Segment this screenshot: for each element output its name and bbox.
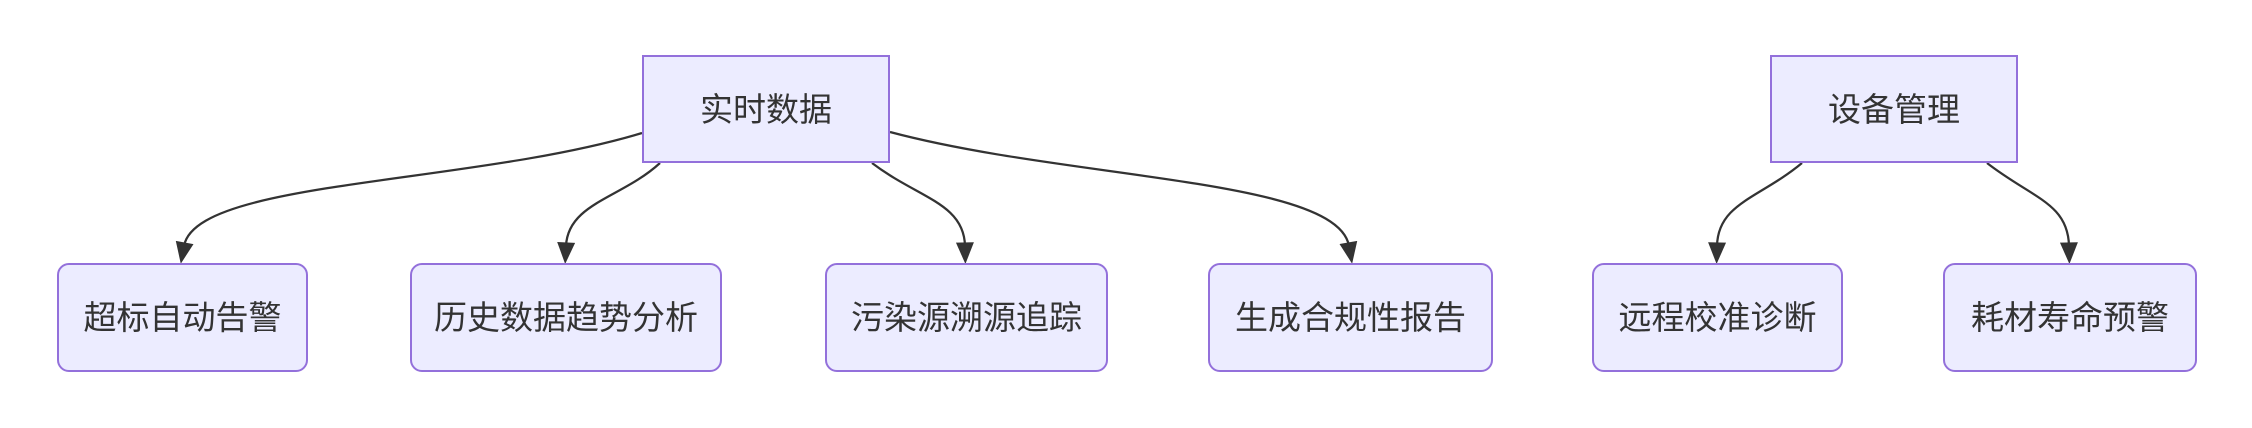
edge-realtime-to-trace	[871, 162, 974, 264]
edge-realtime-to-alarm	[175, 131, 643, 264]
node-device-management: 设备管理	[1770, 55, 2018, 163]
node-pollution-source-tracing: 污染源溯源追踪	[825, 263, 1108, 372]
edge-device-to-calibration	[1708, 162, 1803, 264]
node-consumable-life-warning: 耗材寿命预警	[1943, 263, 2197, 372]
edge-realtime-to-report	[889, 130, 1358, 264]
node-compliance-report: 生成合规性报告	[1208, 263, 1493, 372]
edge-realtime-to-trend	[557, 162, 661, 264]
node-realtime-data: 实时数据	[642, 55, 890, 163]
node-remote-calibration-diagnosis: 远程校准诊断	[1592, 263, 1843, 372]
node-auto-alarm: 超标自动告警	[57, 263, 308, 372]
node-history-trend-analysis: 历史数据趋势分析	[410, 263, 722, 372]
edge-device-to-consumable	[1986, 162, 2078, 264]
